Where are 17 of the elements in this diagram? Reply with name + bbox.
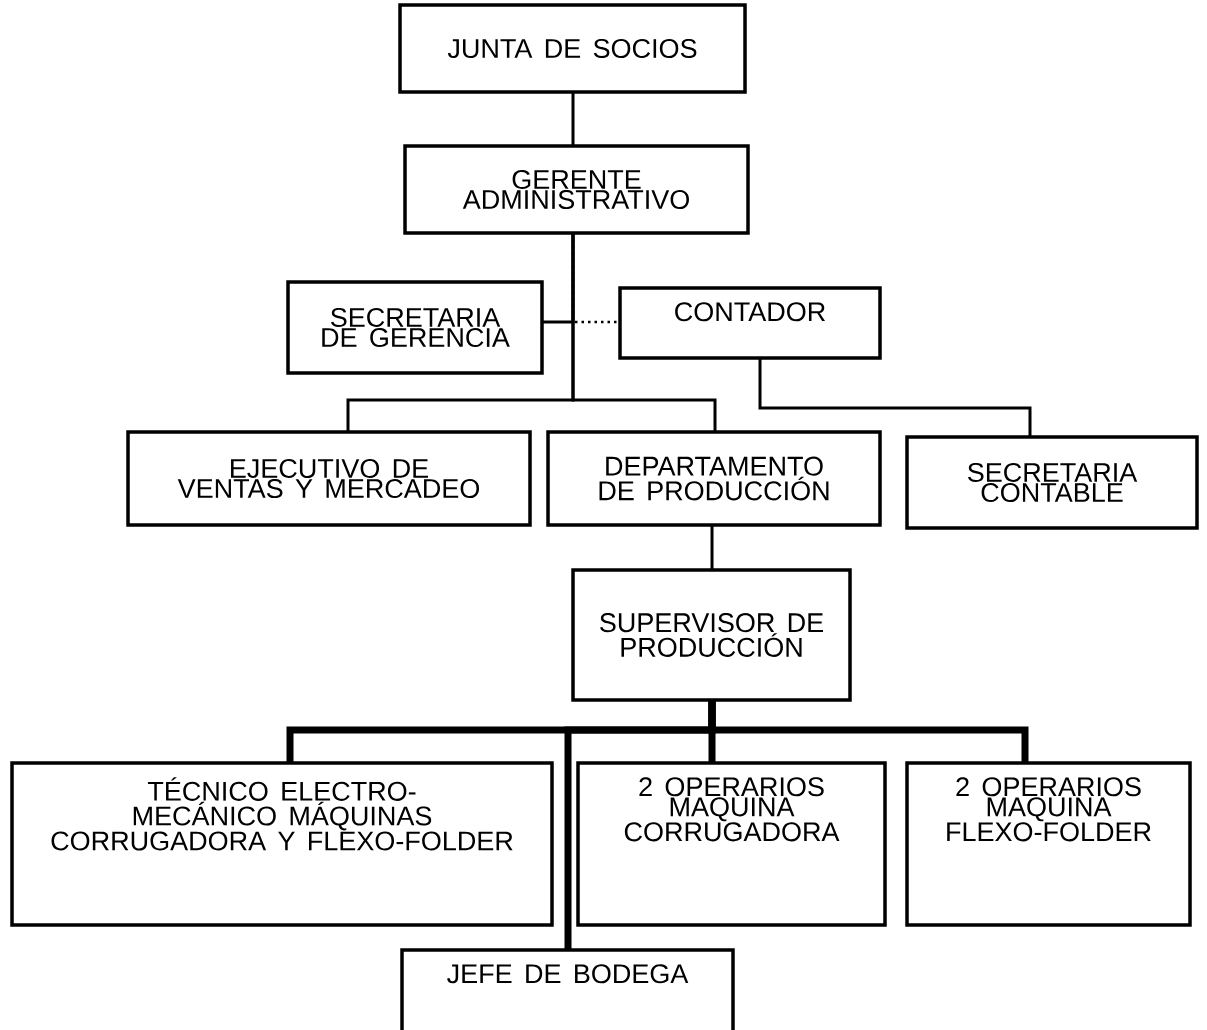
- org-box: JUNTA DE SOCIOS: [398, 3, 747, 94]
- connector-line: [710, 525, 714, 570]
- connector-line: [758, 358, 1032, 437]
- org-box: SUPERVISOR DE PRODUCCIÓN: [571, 568, 852, 702]
- org-box: 2 OPERARIOS MAQUINA CORRUGADORA: [576, 761, 887, 927]
- org-box: GERENTE ADMINISTRATIVO: [403, 144, 750, 235]
- org-box: JEFE DE BODEGA: [400, 948, 735, 1030]
- connector-line: [571, 233, 717, 432]
- connector-line: [564, 700, 716, 950]
- org-box: TÉCNICO ELECTRO-MECÁNICO MÁQUINAS CORRUGADORA Y FLEXO-FOLDER: [10, 761, 554, 927]
- org-box: SECRETARIA CONTABLE: [905, 435, 1199, 530]
- org-box: EJECUTIVO DE VENTAS Y MERCADEO: [126, 430, 532, 527]
- connector-line: [571, 92, 575, 146]
- org-box: 2 OPERARIOS MAQUINA FLEXO-FOLDER: [905, 761, 1192, 927]
- org-box: SECRETARIA DE GERENCIA: [286, 280, 544, 375]
- org-box: DEPARTAMENTO DE PRODUCCIÓN: [546, 430, 882, 527]
- org-box: CONTADOR: [618, 286, 882, 360]
